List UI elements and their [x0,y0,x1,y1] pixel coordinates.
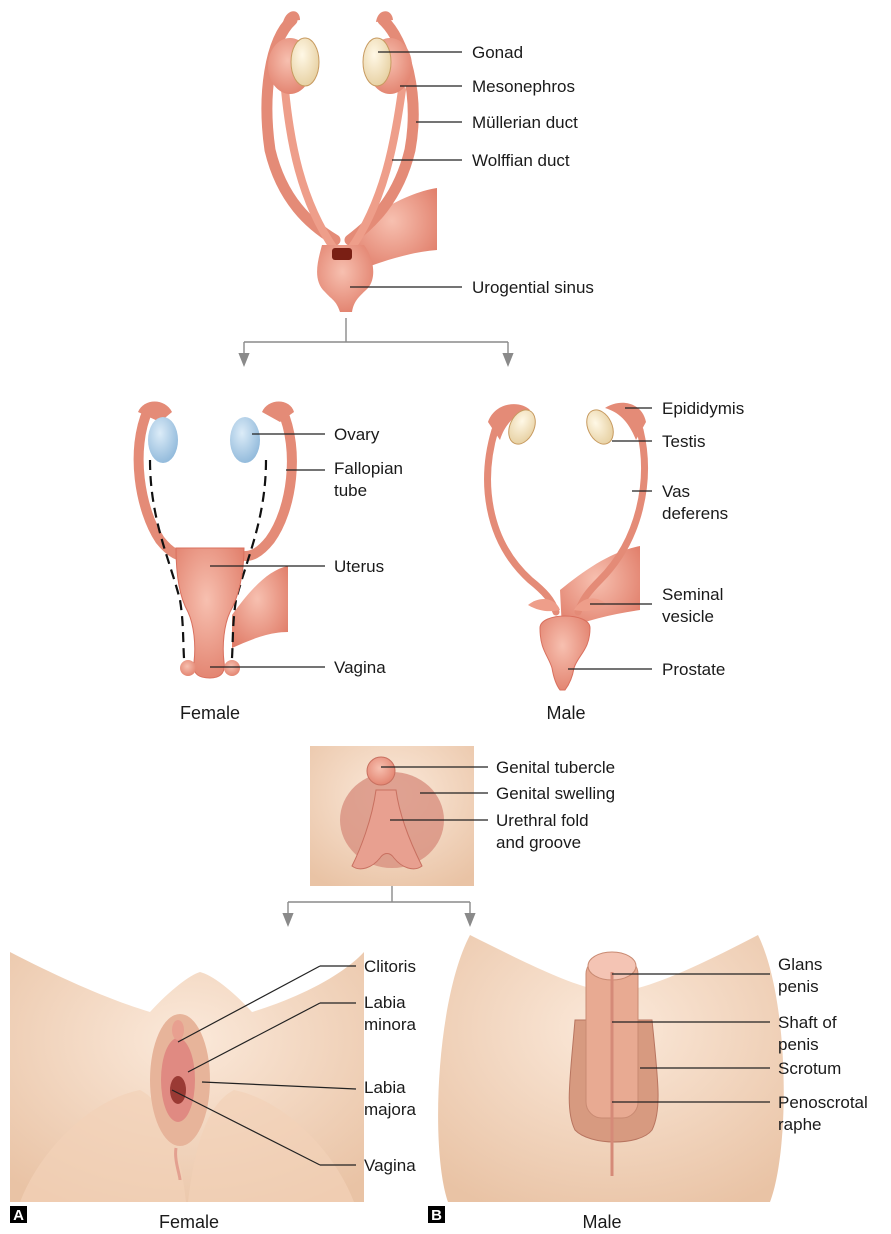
panel-letter-a: A [10,1206,27,1224]
label-labia-minora-2: minora [364,1015,417,1034]
label-genital-tubercle: Genital tubercle [496,758,615,777]
caption-external-male: Male [582,1212,621,1232]
svg-text:A: A [13,1207,24,1224]
left-ovary [148,417,178,463]
external-female-illustration [10,952,364,1202]
left-vas-deferens [488,430,556,612]
label-ovary: Ovary [334,425,380,444]
label-shaft-1: Shaft of [778,1013,837,1032]
label-uterus: Uterus [334,557,384,576]
label-seminal-vesicle-1: Seminal [662,585,723,604]
label-labia-majora-1: Labia [364,1078,406,1097]
svg-text:B: B [431,1207,442,1224]
caption-external-female: Female [159,1212,219,1232]
right-gonad [363,38,391,86]
label-urethral-fold-2: and groove [496,833,581,852]
label-clitoris: Clitoris [364,957,416,976]
label-glans-penis-2: penis [778,977,819,996]
label-labia-majora-2: majora [364,1100,417,1119]
label-fallopian-tube-1: Fallopian [334,459,403,478]
panel-letter-b: B [428,1206,445,1224]
label-mesonephros: Mesonephros [472,77,575,96]
caption-internal-female: Female [180,703,240,723]
label-vas-deferens-2: deferens [662,504,728,523]
label-external-vagina: Vagina [364,1156,416,1175]
label-internal-vagina: Vagina [334,658,386,677]
label-prostate: Prostate [662,660,725,679]
label-seminal-vesicle-2: vesicle [662,607,714,626]
label-fallopian-tube-2: tube [334,481,367,500]
right-testis [582,406,619,449]
branch-arrows-internal [244,318,508,360]
caption-internal-male: Male [546,703,585,723]
label-gonad: Gonad [472,43,523,62]
genital-tubercle-shape [367,757,395,785]
prostate-shape [540,616,590,690]
label-wolffian-duct: Wolffian duct [472,151,570,170]
embryonic-ducts-illustration [267,11,437,312]
left-gonad [291,38,319,86]
label-vas-deferens-1: Vas [662,482,690,501]
right-ovary [230,417,260,463]
label-glans-penis-1: Glans [778,955,822,974]
branch-arrows-external [288,886,470,920]
internal-male-illustration [488,403,646,690]
label-shaft-2: penis [778,1035,819,1054]
label-testis: Testis [662,432,705,451]
label-raphe-2: raphe [778,1115,821,1134]
label-urogenital-sinus: Urogential sinus [472,278,594,297]
label-scrotum: Scrotum [778,1059,841,1078]
label-epididymis: Epididymis [662,399,744,418]
label-genital-swelling: Genital swelling [496,784,615,803]
label-raphe-1: Penoscrotal [778,1093,868,1112]
label-labia-minora-1: Labia [364,993,406,1012]
label-mullerian-duct: Müllerian duct [472,113,578,132]
internal-female-illustration [138,402,294,679]
clitoris-shape [172,1020,184,1040]
label-urethral-fold-1: Urethral fold [496,811,589,830]
